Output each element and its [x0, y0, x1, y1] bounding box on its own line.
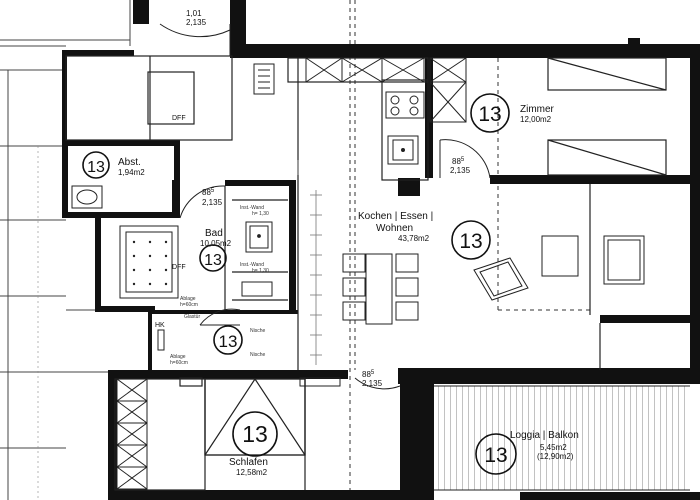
door-swings	[159, 23, 491, 390]
loggia-decking	[434, 385, 690, 491]
room-area-bad: 10,05m2	[200, 239, 232, 248]
dimension-ticks	[297, 160, 322, 365]
label-ablage-2: Ablage	[170, 354, 186, 360]
room-tag-kochen	[451, 220, 491, 260]
walls	[62, 0, 700, 500]
room-area-schlafen: 12,58m2	[236, 468, 268, 477]
room-tag-zimmer	[470, 93, 510, 133]
room-tag-bad	[199, 244, 227, 272]
label-ablage-2-height: h=60cm	[170, 360, 188, 366]
bath-dots	[132, 240, 168, 286]
room-area-zimmer: 12,00m2	[520, 115, 552, 124]
label-dff-top: DFF	[172, 115, 186, 122]
door-zimmer-width: 885	[452, 157, 465, 166]
stove	[385, 91, 425, 119]
bathtub	[119, 225, 179, 299]
kitchen-sink	[387, 135, 419, 165]
door-entry-height: 2,135	[186, 18, 207, 27]
room-name-zimmer: Zimmer	[520, 104, 555, 115]
label-ablage-1: Ablage	[180, 296, 196, 302]
room-tag-abst	[82, 151, 110, 179]
washbasin	[245, 221, 273, 253]
label-inst-wand-1: Inst.-Wand	[240, 205, 264, 211]
room-name-abst: Abst.	[118, 157, 141, 168]
radiator	[157, 329, 165, 351]
room-tags	[82, 93, 517, 475]
door-bad-height: 2,135	[202, 198, 223, 207]
tag-number-closet: 13	[219, 332, 238, 351]
label-hk: HK	[155, 322, 165, 329]
label-glastuer: Glastür	[184, 314, 200, 320]
label-nische-2: Nische	[250, 352, 266, 358]
label-dff-bad: DFF	[172, 264, 186, 271]
dining-table	[342, 253, 419, 325]
abst-appliance	[71, 185, 103, 209]
tag-number-abst: 13	[87, 159, 105, 176]
room-tag-loggia	[475, 433, 517, 475]
living-furniture	[473, 235, 645, 301]
tag-number-zimmer: 13	[478, 103, 501, 126]
roof-hatch-left	[0, 0, 131, 500]
label-inst-wand-1-height: h= 1,30	[252, 211, 269, 217]
tag-number-loggia: 13	[484, 444, 507, 467]
room-area-loggia: 5,45m2	[540, 443, 567, 452]
label-inst-wand-2: Inst.-Wand	[240, 262, 264, 268]
room-area-abst: 1,94m2	[118, 168, 145, 177]
room-name-wohnen: Wohnen	[376, 223, 413, 234]
toilet	[241, 281, 273, 297]
room-tag-numbers: 13 13 13 13 13 13 13	[87, 103, 508, 467]
room-tag-schlafen	[232, 411, 278, 457]
kitchen-cabinets	[305, 57, 467, 123]
room-name-loggia: Loggia | Balkon	[510, 430, 579, 441]
door-bad-width: 885	[202, 188, 215, 197]
label-inst-wand-2-height: h= 1,30	[252, 268, 269, 274]
door-zimmer-height: 2,135	[450, 166, 471, 175]
door-bottom-height: 2,135	[362, 379, 383, 388]
dashed-axis-lines	[349, 0, 590, 500]
skylight-schlafen	[179, 377, 306, 456]
door-entry-width: 1,01	[186, 9, 202, 18]
room-tag-closet	[213, 325, 243, 355]
tag-number-bad: 13	[204, 252, 222, 269]
label-ablage-1-height: h=60cm	[180, 302, 198, 308]
tag-number-kochen: 13	[459, 230, 482, 253]
tag-number-schlafen: 13	[242, 421, 268, 447]
room-name-schlafen: Schlafen	[229, 457, 268, 468]
room-name-bad: Bad	[205, 228, 223, 239]
roof-window-entry	[253, 63, 275, 95]
room-area-kochen: 43,78m2	[398, 234, 430, 243]
wardrobe	[116, 377, 341, 490]
label-nische-1: Nische	[250, 328, 266, 334]
door-bottom-width: 885	[362, 370, 375, 379]
room-name-kochen: Kochen | Essen |	[358, 211, 433, 222]
room-area-loggia-total: (12,90m2)	[537, 452, 574, 461]
skylights	[547, 57, 667, 176]
